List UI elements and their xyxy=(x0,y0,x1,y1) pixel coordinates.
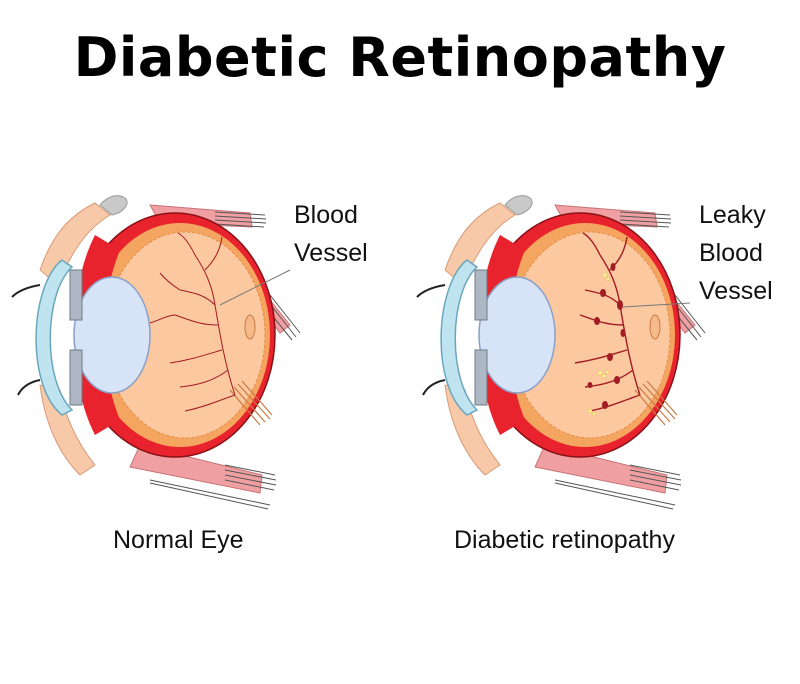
blood-vessels xyxy=(149,232,236,412)
optic-nerve xyxy=(634,380,678,426)
eye-anatomy xyxy=(11,195,301,510)
leaky-blood-vessel-label: Leaky Blood Vessel xyxy=(699,196,773,310)
iris-lower xyxy=(69,349,83,406)
diabetic-retinopathy-caption: Diabetic retinopathy xyxy=(454,526,675,554)
label-pointer xyxy=(622,302,691,308)
orbital-fat xyxy=(504,195,533,216)
label-line: Leaky xyxy=(699,201,766,229)
page-title: Diabetic Retinopathy xyxy=(73,26,727,89)
label-pointer xyxy=(219,269,291,306)
label-line: Blood xyxy=(294,201,358,229)
exudates xyxy=(587,272,610,416)
upper-eyelash xyxy=(416,284,446,298)
optic-nerve xyxy=(229,380,273,426)
normal-eye-caption: Normal Eye xyxy=(113,526,244,554)
iris-lower xyxy=(474,349,488,406)
eye-anatomy xyxy=(416,195,706,510)
upper-eyelash xyxy=(11,284,41,298)
lower-eyelash xyxy=(422,379,446,396)
cornea xyxy=(440,259,479,416)
label-line: Blood xyxy=(699,239,763,267)
diabetic-eye-illustration xyxy=(416,195,706,510)
blood-vessel-label: Blood Vessel xyxy=(294,196,368,272)
label-line: Vessel xyxy=(294,239,368,267)
cornea xyxy=(35,259,74,416)
label-line: Vessel xyxy=(699,277,773,305)
optic-disc xyxy=(649,314,661,340)
microaneurysms xyxy=(587,263,626,409)
retina xyxy=(509,231,671,439)
orbital-fat xyxy=(99,195,128,216)
lens xyxy=(73,276,151,394)
normal-eye-illustration xyxy=(11,195,301,510)
lower-eyelash xyxy=(17,379,41,396)
optic-disc xyxy=(244,314,256,340)
leaky-blood-vessels xyxy=(574,232,641,412)
lens xyxy=(478,276,556,394)
retina xyxy=(104,231,266,439)
iris xyxy=(474,269,488,321)
iris xyxy=(69,269,83,321)
